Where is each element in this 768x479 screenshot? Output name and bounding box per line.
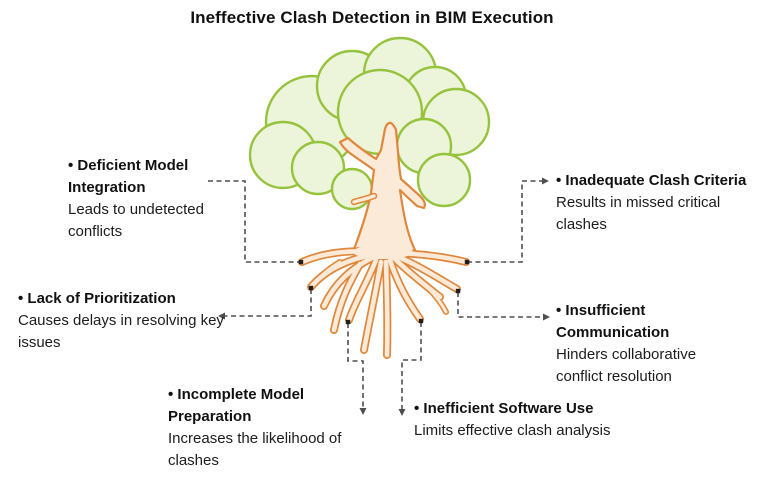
connector-endpoint-dot bbox=[308, 285, 314, 291]
connector-lack-of-prioritization bbox=[224, 289, 312, 317]
connector-lines bbox=[208, 180, 544, 410]
cause-label: • Lack of Prioritization bbox=[18, 290, 176, 307]
tree-roots-icon bbox=[298, 245, 470, 359]
cause-description: Results in missed critical clashes bbox=[556, 194, 721, 233]
connector-endpoint-dot bbox=[464, 259, 470, 265]
diagram-title: Ineffective Clash Detection in BIM Execu… bbox=[190, 8, 554, 27]
arrowhead-right-icon bbox=[542, 177, 549, 185]
cause-inadequate-clash-criteria: • Inadequate Clash Criteria Results in m… bbox=[556, 170, 768, 236]
connector-inefficient-software-use bbox=[401, 322, 422, 410]
cause-deficient-model-integration: • Deficient Model Integration Leads to u… bbox=[68, 155, 234, 243]
cause-label: • Insufficient Communication bbox=[556, 302, 670, 341]
cause-description: Leads to undetected conflicts bbox=[68, 201, 204, 240]
cause-label: • Inefficient Software Use bbox=[414, 400, 594, 417]
cause-lack-of-prioritization: • Lack of Prioritization Causes delays i… bbox=[18, 288, 224, 354]
connector-endpoint-dot bbox=[455, 288, 461, 294]
cause-description: Increases the likelihood of clashes bbox=[168, 430, 342, 469]
arrowhead-right-icon bbox=[543, 313, 550, 321]
connector-inadequate-clash-criteria bbox=[467, 180, 543, 263]
tree-canopy-icon bbox=[248, 36, 491, 211]
cause-label: • Deficient Model Integration bbox=[68, 157, 189, 196]
connector-incomplete-model-preparation bbox=[347, 323, 364, 409]
cause-description: Causes delays in resolving key issues bbox=[18, 312, 224, 351]
connector-endpoint-dot bbox=[298, 259, 304, 265]
cause-description: Hinders collaborative conflict resolutio… bbox=[556, 346, 697, 385]
cause-inefficient-software-use: • Inefficient Software Use Limits effect… bbox=[414, 398, 620, 442]
cause-insufficient-communication: • Insufficient Communication Hinders col… bbox=[556, 300, 736, 388]
cause-label: • Incomplete Model Preparation bbox=[168, 386, 305, 425]
connector-endpoint-dot bbox=[418, 318, 424, 324]
connector-endpoint-dot bbox=[345, 319, 351, 325]
connector-endpoint-dots bbox=[298, 259, 470, 325]
arrowhead-down-icon bbox=[398, 409, 406, 416]
connector-insufficient-communication bbox=[457, 292, 544, 318]
cause-incomplete-model-preparation: • Incomplete Model Preparation Increases… bbox=[168, 384, 376, 472]
tree-trunk-icon bbox=[338, 121, 426, 257]
arrowhead-left-icon bbox=[218, 312, 225, 320]
connector-deficient-model-integration bbox=[208, 180, 299, 263]
connector-arrowheads bbox=[218, 177, 550, 416]
arrowhead-down-icon bbox=[359, 408, 367, 415]
cause-label: • Inadequate Clash Criteria bbox=[556, 172, 747, 189]
cause-description: Limits effective clash analysis bbox=[414, 422, 611, 439]
